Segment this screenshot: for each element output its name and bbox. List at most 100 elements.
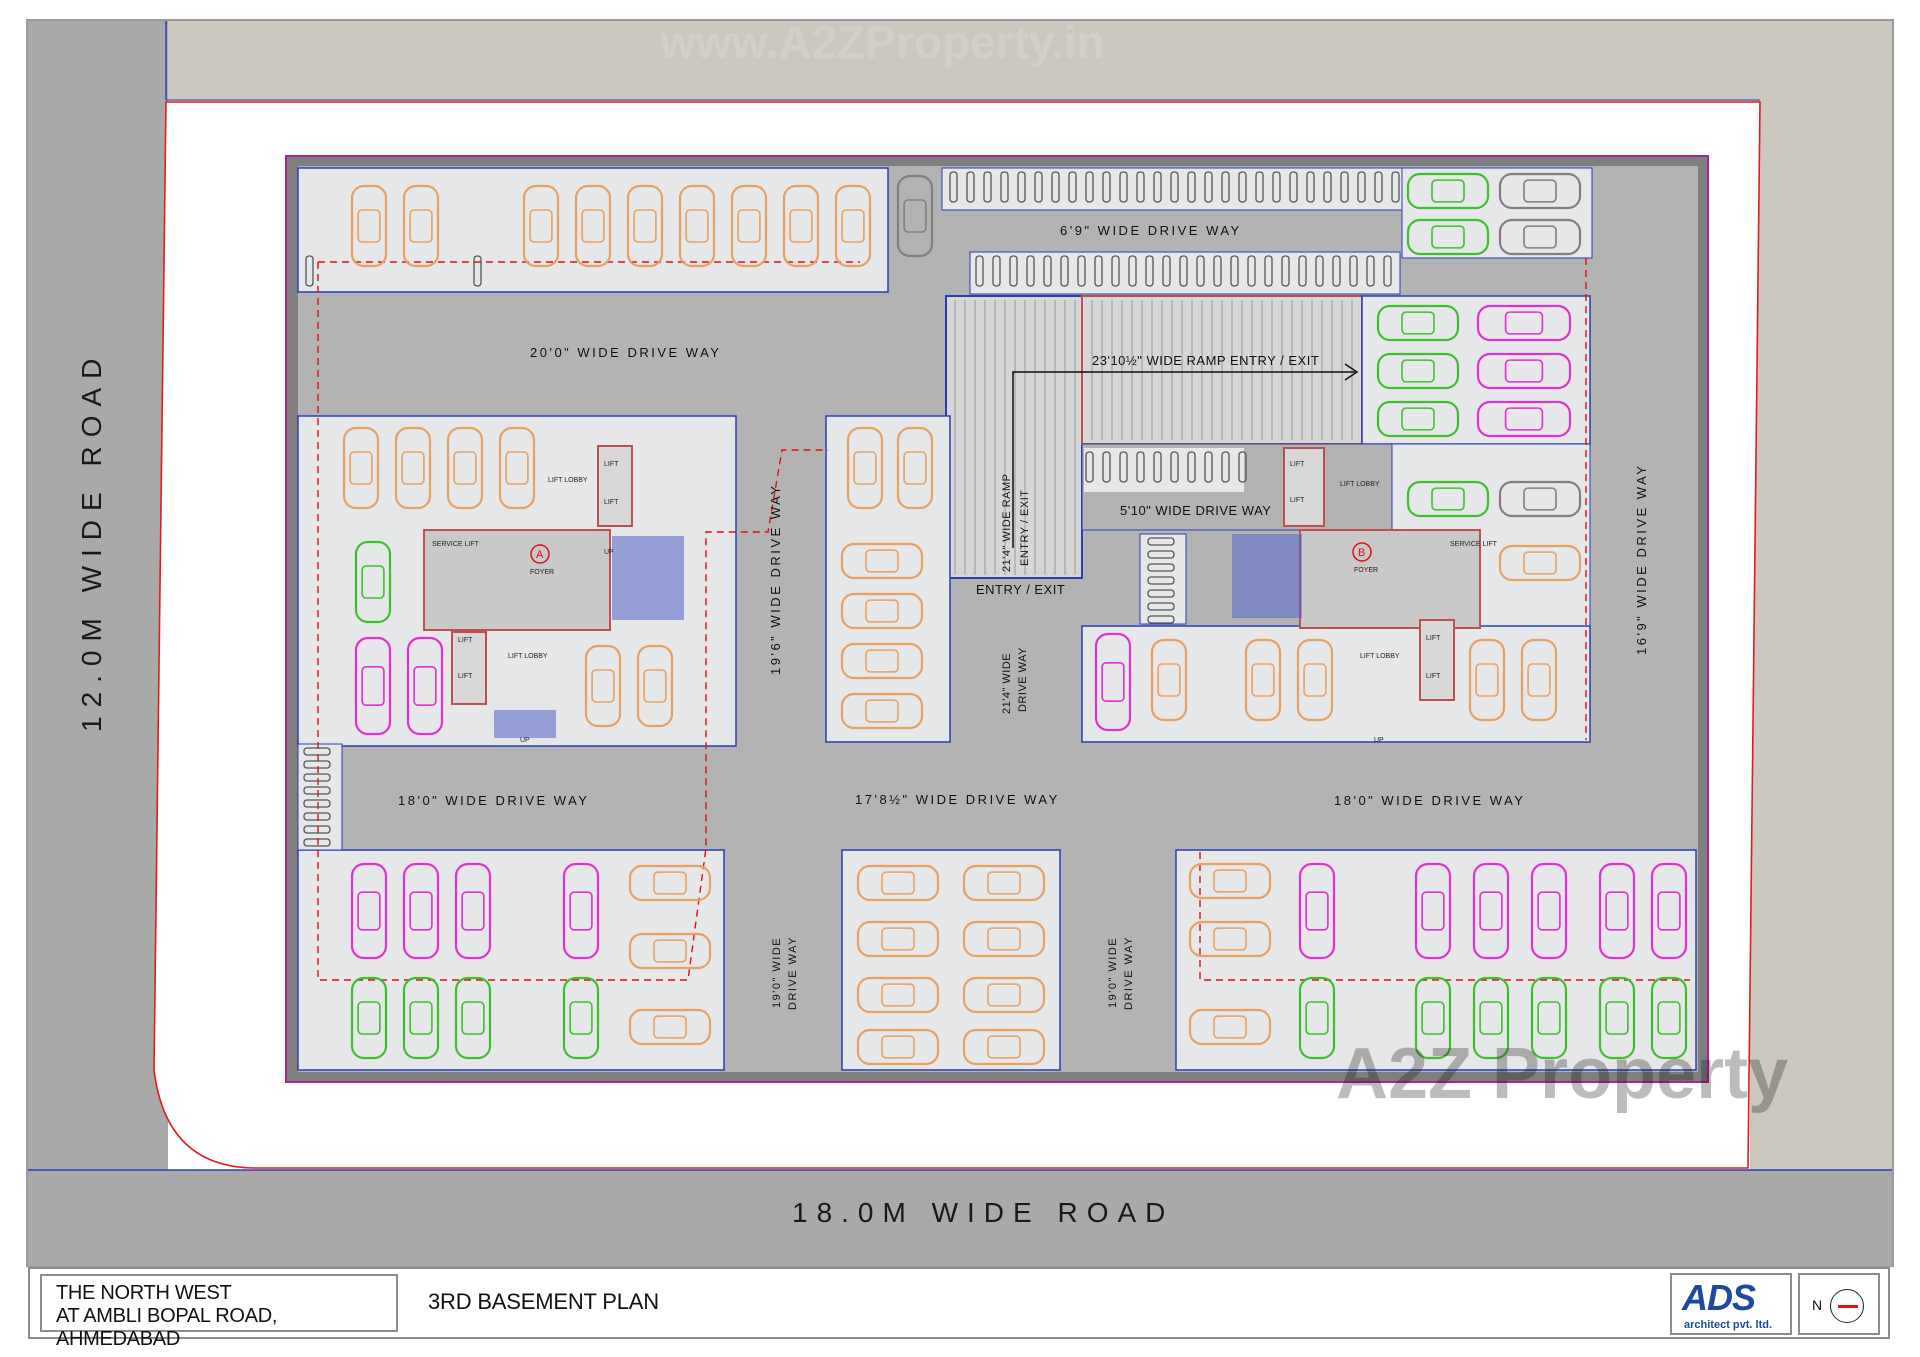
car-icon (342, 426, 380, 510)
car-icon (1188, 920, 1272, 958)
bike-icon (1000, 171, 1009, 203)
bike-icon (1102, 171, 1111, 203)
bike-icon (1391, 171, 1400, 203)
bike-icon (1136, 171, 1145, 203)
drive-label: 17'8½" WIDE DRIVE WAY (855, 792, 1060, 807)
drive-label: 5'10" WIDE DRIVE WAY (1120, 503, 1271, 518)
car-icon (1498, 218, 1582, 256)
car-icon (1376, 352, 1460, 390)
bike-icon (1298, 255, 1307, 287)
west-road-label: 12.0M WIDE ROAD (76, 350, 107, 732)
ramp-side-label: ENTRY / EXIT (1019, 489, 1031, 566)
car-icon (446, 426, 484, 510)
car-icon (354, 540, 392, 624)
drive-label: 16'9" WIDE DRIVE WAY (1634, 464, 1649, 655)
bike-icon (1068, 171, 1077, 203)
car-icon (1476, 400, 1572, 438)
parked-bikes (303, 171, 1400, 847)
bike-icon (1383, 255, 1392, 287)
car-icon (1298, 862, 1336, 960)
bike-icon (1043, 255, 1052, 287)
bike-icon (1323, 171, 1332, 203)
car-icon (856, 920, 940, 958)
car-icon (1498, 172, 1582, 210)
car-icon (840, 642, 924, 680)
car-icon (1468, 638, 1506, 722)
drive-label: 21'4" WIDE (1001, 653, 1013, 714)
bike-icon (1272, 171, 1281, 203)
bike-icon (1119, 171, 1128, 203)
lift-label: LIFT (1290, 461, 1305, 468)
car-icon (1376, 400, 1460, 438)
car-icon (562, 862, 600, 960)
core-b-foyer (1299, 529, 1481, 629)
car-icon (636, 644, 674, 728)
car-icon (628, 864, 712, 902)
parking-cars (342, 172, 1688, 1066)
bike-icon (1147, 602, 1175, 611)
bike-icon (303, 786, 331, 795)
bike-icon (473, 255, 482, 287)
car-icon (354, 636, 392, 736)
core-a-marker (530, 544, 550, 564)
car-icon (962, 976, 1046, 1014)
core-b-stair (1232, 534, 1302, 618)
bike-icon (1281, 255, 1290, 287)
bike-icon (1221, 171, 1230, 203)
car-icon (394, 426, 432, 510)
bike-icon (1204, 171, 1213, 203)
bike-strip-left (297, 743, 343, 851)
bike-icon (1147, 537, 1175, 546)
car-icon (1298, 976, 1336, 1060)
bike-icon (1179, 255, 1188, 287)
drive-label: DRIVE WAY (787, 936, 799, 1010)
bike-icon (1128, 255, 1137, 287)
car-icon (1244, 638, 1282, 722)
bike-icon (1238, 451, 1247, 483)
core-a-letter: A (536, 549, 544, 561)
car-icon (896, 426, 934, 510)
bike-icon (1077, 255, 1086, 287)
bike-icon (1187, 171, 1196, 203)
car-icon (1406, 480, 1490, 518)
lift-label: LIFT (604, 461, 619, 468)
north-arrow-icon (1830, 1289, 1864, 1323)
car-icon (856, 864, 940, 902)
bike-icon (1170, 451, 1179, 483)
up-label: UP (1374, 737, 1384, 744)
bike-icon (1162, 255, 1171, 287)
bike-icon (1170, 171, 1179, 203)
bike-icon (1017, 171, 1026, 203)
north-plot-strip (168, 21, 1892, 101)
bike-icon (303, 812, 331, 821)
core-b-lift (1419, 619, 1455, 701)
car-icon (1476, 352, 1572, 390)
drive-label: 20'0" WIDE DRIVE WAY (530, 345, 721, 360)
car-icon (846, 426, 884, 510)
car-icon (1520, 638, 1558, 722)
bike-icon (1230, 255, 1239, 287)
bike-icon (1349, 255, 1358, 287)
car-icon (962, 920, 1046, 958)
east-plot-strip (1750, 21, 1892, 1171)
core-b-letter: B (1358, 547, 1365, 559)
car-icon (1530, 976, 1568, 1060)
bike-icon (303, 773, 331, 782)
title-block: THE NORTH WEST AT AMBLI BOPAL ROAD, AHME… (28, 1267, 1890, 1350)
bike-icon (305, 255, 314, 287)
drive-label: 19'6" WIDE DRIVE WAY (768, 484, 783, 675)
bike-icon (1085, 171, 1094, 203)
bike-strip (941, 167, 1403, 211)
car-icon (402, 184, 440, 268)
lift-label: LIFT (458, 673, 473, 680)
car-icon (350, 862, 388, 960)
bike-icon (975, 255, 984, 287)
bike-icon (1315, 255, 1324, 287)
lift-label: LIFT (604, 499, 619, 506)
north-arrow-line (1838, 1305, 1858, 1308)
car-icon (678, 184, 716, 268)
ramp-hatching (954, 300, 1353, 575)
bike-icon (1289, 171, 1298, 203)
